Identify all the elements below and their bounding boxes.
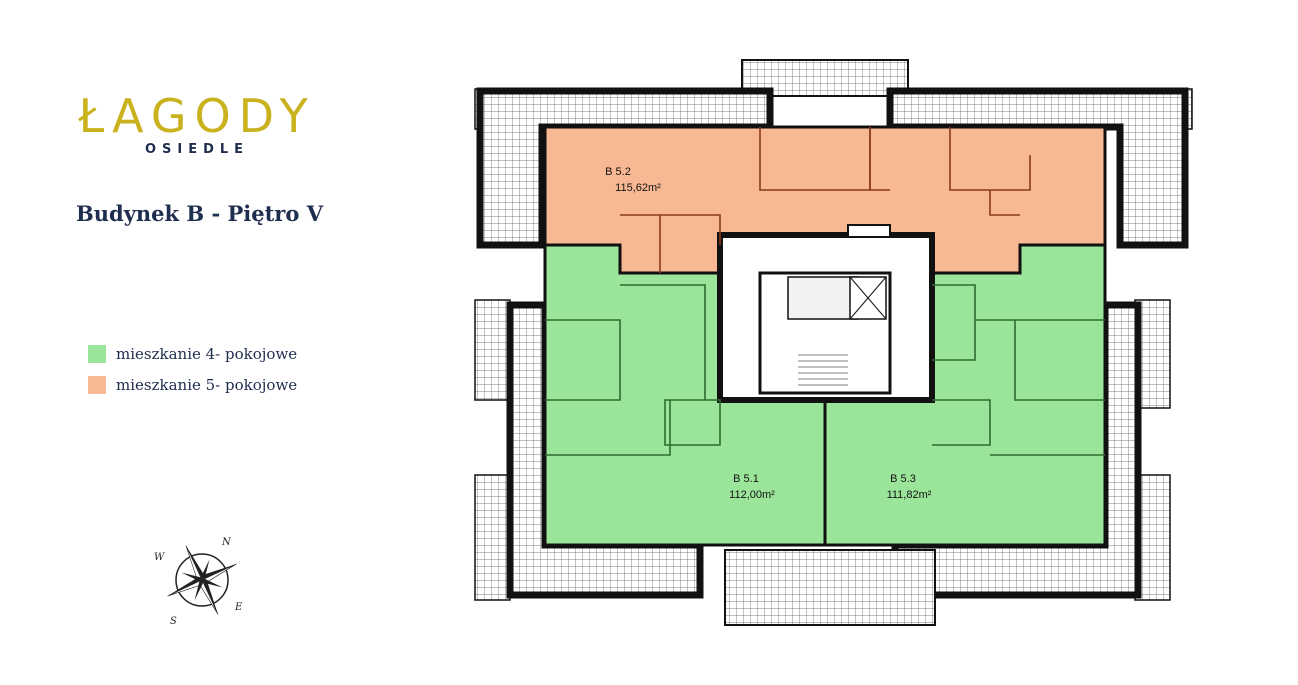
- compass-n: N: [221, 537, 232, 548]
- core-stair-treads: [798, 354, 848, 386]
- unit-b51-id: B 5.1: [733, 473, 759, 485]
- logo-sub-text: OSIEDLE: [144, 142, 250, 157]
- legend-swatch-4-room: [88, 345, 106, 363]
- unit-labels: B 5.2 115,62m² B 5.1 112,00m² B 5.3 111,…: [605, 166, 932, 501]
- legend: mieszkanie 4- pokojowe mieszkanie 5- pok…: [88, 340, 297, 402]
- logo-main-text: ŁAGODY: [78, 89, 316, 143]
- unit-b53-id: B 5.3: [890, 473, 916, 485]
- core-entrance: [847, 224, 891, 238]
- legend-swatch-5-room: [88, 376, 106, 394]
- core-lift-cross: [849, 276, 887, 320]
- compass-s: S: [170, 616, 177, 627]
- terrace-roof-left: [476, 87, 774, 249]
- interior-walls-green: [545, 284, 1105, 456]
- legend-item-5-room: mieszkanie 5- pokojowe: [88, 371, 297, 399]
- core-stair-landing: [787, 276, 859, 320]
- compass-e: E: [234, 602, 243, 613]
- page-title: Budynek B - Piętro V: [76, 201, 323, 226]
- logo: ŁAGODY OSIEDLE: [62, 92, 332, 157]
- unit-b52-area: 115,62m²: [615, 182, 661, 194]
- legend-item-4-room: mieszkanie 4- pokojowe: [88, 340, 297, 368]
- interior-walls: [620, 127, 1031, 273]
- terrace-left-lower: [474, 474, 511, 601]
- unit-b51-area: 112,00m²: [729, 489, 775, 501]
- legend-label-5-room: mieszkanie 5- pokojowe: [116, 376, 298, 394]
- terrace-left-upper: [474, 299, 511, 401]
- floor-plan: B 5.2 115,62m² B 5.1 112,00m² B 5.3 111,…: [474, 59, 1193, 626]
- terrace-bottom-center: [724, 549, 936, 626]
- building-core: [717, 224, 935, 403]
- legend-label-4-room: mieszkanie 4- pokojowe: [116, 345, 298, 363]
- unit-b53-area: 111,82m²: [887, 489, 932, 501]
- unit-b52-id: B 5.2: [605, 166, 631, 178]
- compass-w: W: [154, 552, 165, 563]
- terraces: [474, 59, 1193, 626]
- compass-rose-icon: N E S W: [154, 537, 243, 627]
